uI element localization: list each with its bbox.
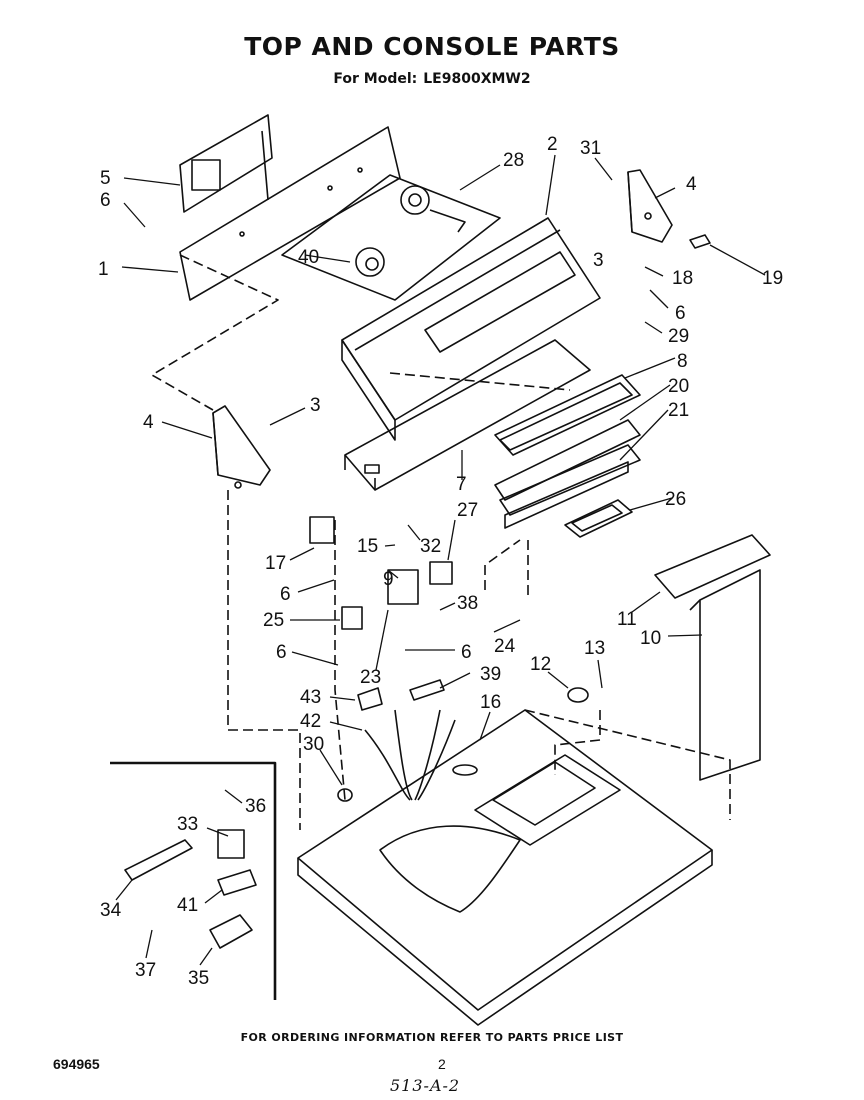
part-19-drawing bbox=[689, 234, 711, 249]
label-35: 35 bbox=[188, 968, 209, 989]
label-26: 26 bbox=[665, 489, 686, 510]
handwritten-code: 513-A-2 bbox=[390, 1076, 461, 1095]
label-6e: 6 bbox=[461, 642, 472, 663]
label-3b: 3 bbox=[310, 395, 321, 416]
label-24: 24 bbox=[494, 636, 516, 657]
label-2: 2 bbox=[547, 134, 558, 155]
model-subtitle: For Model: LE9800XMW2 bbox=[0, 71, 864, 87]
label-3a: 3 bbox=[593, 250, 604, 271]
switch-23-drawing bbox=[387, 569, 419, 605]
part-30-drawing bbox=[337, 788, 353, 802]
label-33: 33 bbox=[177, 814, 198, 835]
part-41-drawing bbox=[217, 869, 257, 896]
switch-17-drawing bbox=[309, 516, 335, 544]
label-39: 39 bbox=[480, 664, 501, 685]
label-7: 7 bbox=[456, 474, 467, 495]
label-37: 37 bbox=[135, 960, 156, 981]
part-35-drawing bbox=[209, 914, 253, 949]
label-18: 18 bbox=[672, 268, 693, 289]
label-34: 34 bbox=[100, 900, 122, 921]
part-33-drawing bbox=[217, 829, 245, 859]
label-32: 32 bbox=[420, 536, 441, 557]
label-19: 19 bbox=[762, 268, 783, 289]
label-43: 43 bbox=[300, 687, 321, 708]
label-1: 1 bbox=[98, 259, 109, 280]
label-10: 10 bbox=[640, 628, 661, 649]
part-12-drawing bbox=[567, 687, 589, 703]
model-number: LE9800XMW2 bbox=[423, 71, 531, 87]
page-number: 2 bbox=[438, 1056, 446, 1072]
console-drawing bbox=[341, 217, 601, 491]
label-23: 23 bbox=[360, 667, 381, 688]
label-25: 25 bbox=[263, 610, 284, 631]
ordering-note: FOR ORDERING INFORMATION REFER TO PARTS … bbox=[240, 1031, 624, 1044]
control-board-drawing bbox=[564, 499, 633, 538]
label-13: 13 bbox=[584, 638, 605, 659]
part-39-drawing bbox=[409, 679, 445, 701]
label-38: 38 bbox=[457, 593, 478, 614]
rear-panel-bracket-drawing bbox=[179, 114, 401, 301]
label-6b: 6 bbox=[675, 303, 686, 324]
label-6d: 6 bbox=[276, 642, 287, 663]
label-27: 27 bbox=[457, 500, 478, 521]
timer-plate-drawing bbox=[281, 174, 501, 301]
label-11: 11 bbox=[617, 609, 637, 630]
label-30: 30 bbox=[303, 734, 324, 755]
label-5: 5 bbox=[100, 168, 111, 189]
console-panels-drawing bbox=[494, 374, 641, 529]
label-15: 15 bbox=[357, 536, 378, 557]
left-end-cap-drawing bbox=[212, 405, 271, 489]
label-16: 16 bbox=[480, 692, 501, 713]
part-labels: 5 6 1 28 2 31 4 40 3 18 19 6 29 8 20 3 2… bbox=[98, 134, 783, 989]
relay-25-drawing bbox=[341, 606, 363, 630]
right-end-cap-drawing bbox=[627, 169, 673, 243]
model-label: For Model: bbox=[333, 71, 418, 87]
label-12: 12 bbox=[530, 654, 551, 675]
label-6a: 6 bbox=[100, 190, 111, 211]
label-6c: 6 bbox=[280, 584, 291, 605]
label-40: 40 bbox=[298, 247, 319, 268]
part-43-drawing bbox=[357, 687, 383, 711]
label-42: 42 bbox=[300, 711, 321, 732]
top-panel-drawing bbox=[297, 709, 713, 1026]
label-4b: 4 bbox=[143, 412, 154, 433]
lint-filter-drawing bbox=[654, 534, 771, 781]
label-17: 17 bbox=[265, 553, 286, 574]
label-36: 36 bbox=[245, 796, 266, 817]
label-8: 8 bbox=[677, 351, 688, 372]
harness-drawing bbox=[364, 709, 456, 801]
label-41: 41 bbox=[177, 895, 198, 916]
part-34-drawing bbox=[124, 839, 193, 881]
relay-27-drawing bbox=[429, 561, 453, 585]
label-21: 21 bbox=[668, 400, 689, 421]
label-29: 29 bbox=[668, 326, 689, 347]
label-20: 20 bbox=[668, 376, 689, 397]
label-4a: 4 bbox=[686, 174, 697, 195]
label-28: 28 bbox=[503, 150, 524, 171]
label-31: 31 bbox=[580, 138, 601, 159]
document-number: 694965 bbox=[53, 1056, 100, 1072]
page-title: TOP AND CONSOLE PARTS bbox=[244, 32, 620, 61]
label-9: 9 bbox=[383, 569, 394, 590]
